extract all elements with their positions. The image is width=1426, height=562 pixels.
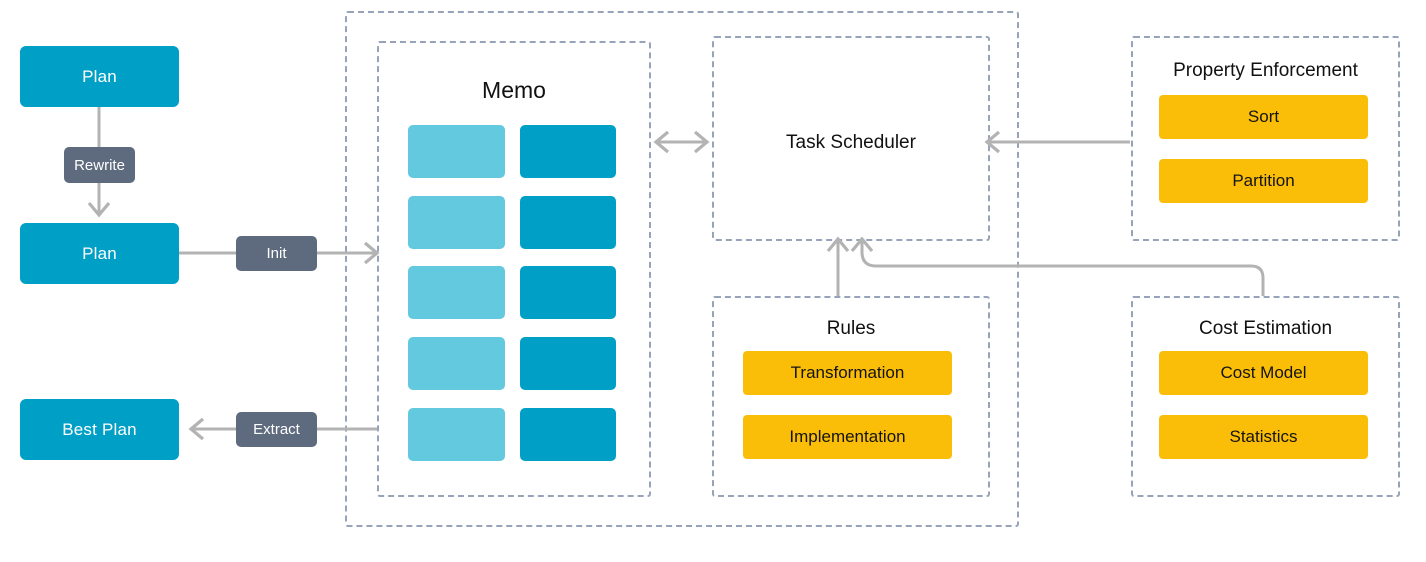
rules-panel: Rules [712, 296, 990, 497]
memo-cell-expr-0-right[interactable] [520, 125, 616, 178]
arrowhead-plan-to-plan [87, 201, 111, 218]
chip-sort-label: Sort [1247, 107, 1280, 126]
plan-bottom-label: Plan [82, 243, 117, 263]
task-scheduler-title: Task Scheduler [786, 132, 916, 153]
chip-cost-model-label: Cost Model [1220, 363, 1307, 382]
rewrite-label: Rewrite [74, 156, 125, 174]
rewrite-badge[interactable]: Rewrite [64, 147, 135, 183]
memo-cell-group-4-left[interactable] [408, 408, 505, 461]
chip-transformation[interactable]: Transformation [743, 351, 952, 395]
memo-cell-group-0-left[interactable] [408, 125, 505, 178]
chip-implementation[interactable]: Implementation [743, 415, 952, 459]
chip-implementation-label: Implementation [789, 427, 906, 446]
best-plan-box[interactable]: Best Plan [20, 399, 179, 460]
rules-title: Rules [826, 318, 876, 339]
chip-statistics[interactable]: Statistics [1159, 415, 1368, 459]
memo-cell-expr-2-right[interactable] [520, 266, 616, 319]
memo-panel: Memo [377, 41, 651, 497]
chip-statistics-label: Statistics [1229, 427, 1298, 446]
memo-cell-group-1-left[interactable] [408, 196, 505, 249]
chip-sort[interactable]: Sort [1159, 95, 1368, 139]
extract-label: Extract [253, 421, 300, 438]
init-badge[interactable]: Init [236, 236, 317, 271]
chip-cost-model[interactable]: Cost Model [1159, 351, 1368, 395]
property-enforcement-panel: Property Enforcement [1131, 36, 1400, 241]
plan-bottom-box[interactable]: Plan [20, 223, 179, 284]
cost-estimation-title: Cost Estimation [1198, 318, 1333, 339]
best-plan-label: Best Plan [62, 419, 137, 439]
memo-cell-expr-1-right[interactable] [520, 196, 616, 249]
chip-transformation-label: Transformation [790, 363, 905, 382]
memo-cell-expr-4-right[interactable] [520, 408, 616, 461]
memo-cell-group-2-left[interactable] [408, 266, 505, 319]
extract-badge[interactable]: Extract [236, 412, 317, 447]
memo-title: Memo [482, 77, 546, 103]
memo-cell-expr-3-right[interactable] [520, 337, 616, 390]
chip-partition[interactable]: Partition [1159, 159, 1368, 203]
chip-partition-label: Partition [1232, 171, 1295, 190]
plan-top-label: Plan [82, 66, 117, 86]
task-scheduler-panel: Task Scheduler [712, 36, 990, 241]
memo-cell-group-3-left[interactable] [408, 337, 505, 390]
cost-estimation-panel: Cost Estimation [1131, 296, 1400, 497]
property-enforcement-title: Property Enforcement [1173, 60, 1358, 81]
arrowhead-extract [188, 417, 205, 441]
init-label: Init [266, 245, 287, 262]
plan-top-box[interactable]: Plan [20, 46, 179, 107]
